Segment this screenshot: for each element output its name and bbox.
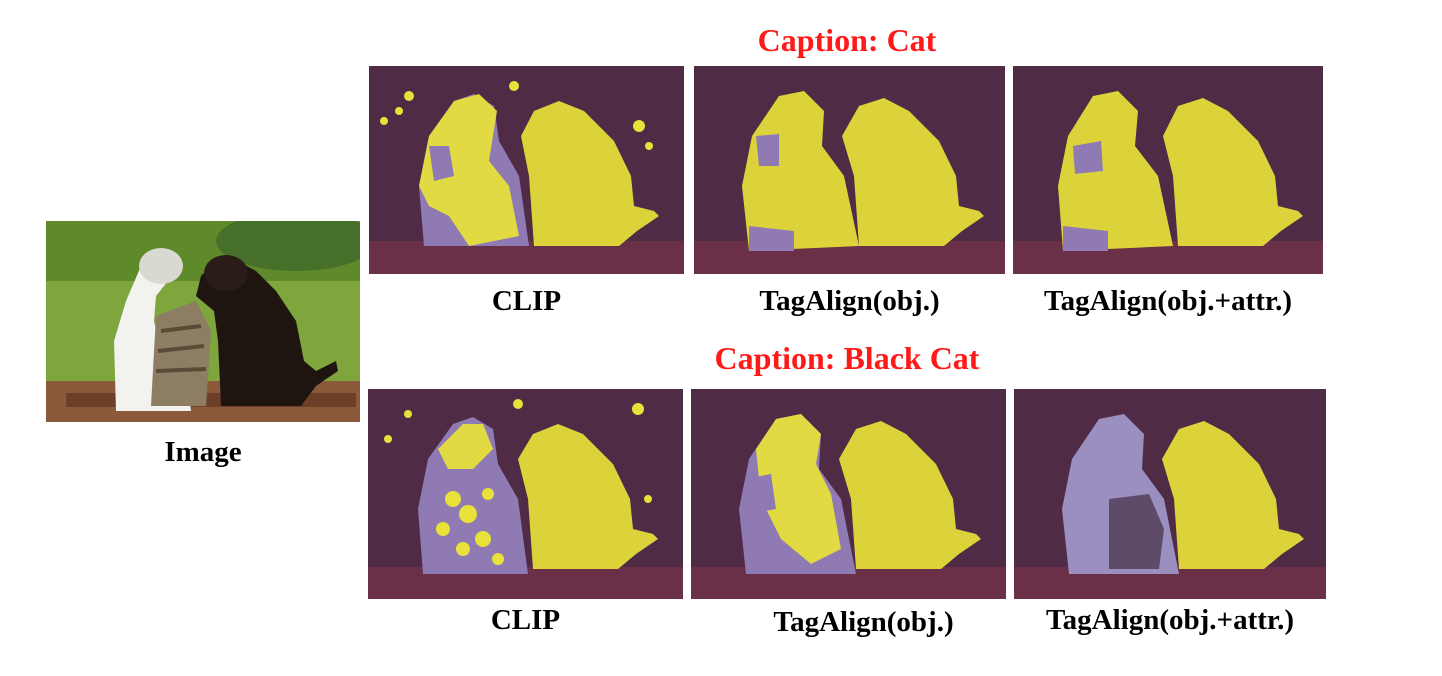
row1-tagalign-objattr-panel [1013,66,1323,274]
row1-tagalign-obj-label: TagAlign(obj.) [759,285,940,317]
row2-caption: Caption: Black Cat [714,340,980,376]
row2-tagalign-objattr-panel [1014,389,1326,599]
row2-tagalign-obj-label: TagAlign(obj.) [773,606,954,638]
row1-caption: Caption: Cat [757,22,937,58]
row2-clip-panel [368,389,683,599]
row2-tagalign-obj-panel [691,389,1006,599]
input-image-label: Image [164,436,242,468]
row2-clip-label: CLIP [490,604,561,636]
row2-tagalign-objattr-label: TagAlign(obj.+attr.) [1045,604,1294,636]
row1-clip-label: CLIP [491,285,562,317]
row1-clip-panel [369,66,684,274]
row1-tagalign-objattr-label: TagAlign(obj.+attr.) [1043,285,1292,317]
input-image [46,221,360,422]
row1-tagalign-obj-panel [694,66,1005,274]
